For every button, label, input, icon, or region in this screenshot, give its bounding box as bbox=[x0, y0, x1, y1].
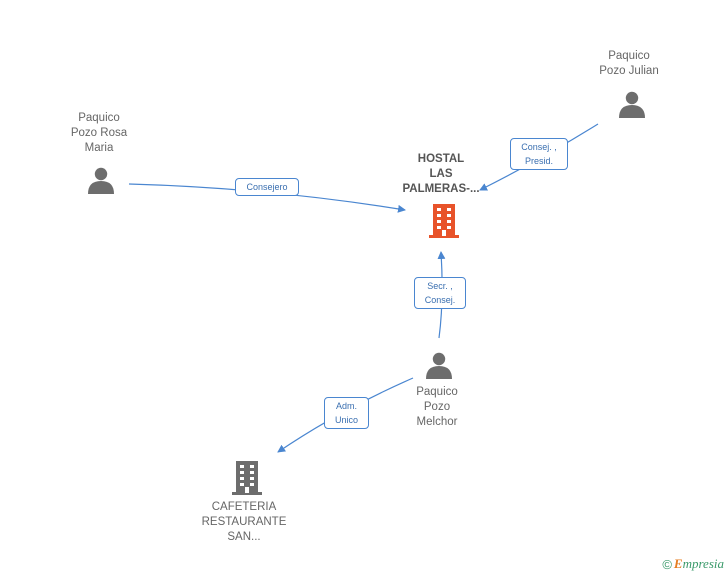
copyright-symbol: © bbox=[662, 556, 672, 572]
edge-label-adm-unico[interactable]: Adm. Unico bbox=[324, 397, 369, 429]
edge-label-consej-presid[interactable]: Consej. , Presid. bbox=[510, 138, 568, 170]
company-label-cafeteria[interactable]: CAFETERIA RESTAURANTE SAN... bbox=[201, 501, 287, 543]
person-label-julian[interactable]: Paquico Pozo Julian bbox=[599, 50, 659, 77]
brand-footer: © Empresia bbox=[662, 556, 724, 572]
person-icon[interactable] bbox=[425, 351, 453, 379]
person-label-rosa[interactable]: Paquico Pozo Rosa Maria bbox=[70, 112, 128, 154]
person-icon[interactable] bbox=[618, 90, 646, 118]
person-icon[interactable] bbox=[87, 166, 115, 194]
edge-label-secr-consej[interactable]: Secr. , Consej. bbox=[414, 277, 466, 309]
building-icon[interactable] bbox=[231, 460, 263, 496]
company-label-hostal[interactable]: HOSTAL LAS PALMERAS-... bbox=[402, 153, 480, 195]
person-label-melchor[interactable]: Paquico Pozo Melchor bbox=[416, 386, 458, 428]
edge-label-consejero[interactable]: Consejero bbox=[235, 178, 299, 196]
brand-logo[interactable]: Empresia bbox=[673, 556, 724, 571]
building-icon[interactable] bbox=[428, 203, 460, 239]
